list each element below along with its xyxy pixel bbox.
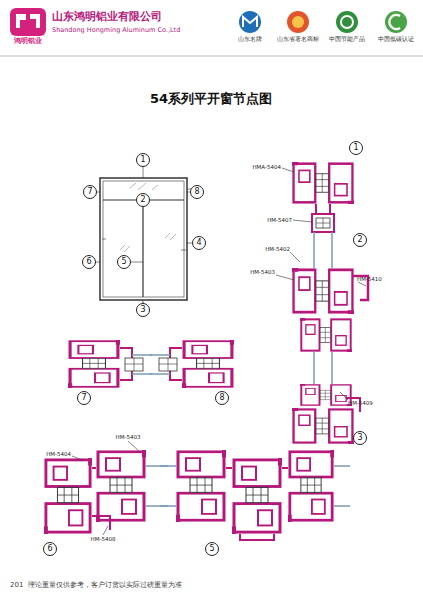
footer-note: 理论重量仅供参考，客户订货以实际过磅重量为准	[28, 582, 182, 590]
part-code: HM-5403	[116, 434, 141, 440]
callout-circle: 5	[205, 542, 219, 556]
callout-circle: 4	[192, 236, 206, 250]
cert-icons	[239, 11, 407, 33]
callout-number: 3	[357, 434, 362, 442]
part-code: HM-5408	[91, 536, 116, 542]
leader-line	[72, 166, 366, 535]
callout-circle: 7	[77, 391, 91, 405]
horizontal-section	[44, 450, 350, 540]
callout-number: 6	[86, 258, 91, 266]
part-code: HM-5410	[357, 276, 382, 282]
callout-number: 2	[140, 196, 145, 204]
header-text: 中国节能产品	[329, 36, 365, 42]
part-code: HM-5404	[46, 451, 71, 457]
callout-circle: 1	[349, 141, 363, 155]
callout-number: 5	[121, 258, 126, 266]
callout-circle: 7	[83, 185, 97, 199]
callout-circle: 1	[136, 153, 150, 167]
callout-circle: 8	[190, 185, 204, 199]
callout-circle: 3	[353, 431, 367, 445]
header-text: 山东名牌	[238, 36, 262, 42]
footer-note: 201	[10, 582, 23, 590]
callout-circle: 3	[136, 303, 150, 317]
header-text: 山东省著名商标	[277, 36, 319, 42]
part-code: HMA-5404	[252, 164, 281, 170]
callout-number: 6	[47, 545, 52, 553]
header-text: Shandong Hongming Aluminum Co.,Ltd	[52, 27, 180, 34]
logo	[10, 8, 46, 36]
callout-number: 1	[353, 144, 358, 152]
header-text: 中国低碳认证	[378, 36, 414, 42]
callout-number: 1	[140, 156, 145, 164]
callout-number: 5	[209, 545, 214, 553]
part-code: HM-5402	[265, 246, 290, 252]
callout-number: 4	[196, 239, 201, 247]
header-text: 鸿明铝业	[14, 38, 42, 46]
part-code: HM-5403	[250, 269, 275, 275]
callout-circle: 2	[353, 233, 367, 247]
callout-number: 3	[140, 306, 145, 314]
callout-number: 8	[219, 394, 224, 402]
page-title: 54系列平开窗节点图	[150, 90, 272, 108]
part-code: HM-5409	[348, 400, 373, 406]
callout-circle: 5	[117, 255, 131, 269]
callout-number: 7	[81, 394, 86, 402]
part-code: HM-5407	[267, 217, 292, 223]
callout-circle: 6	[43, 542, 57, 556]
header-text: 山东鸿明铝业有限公司	[52, 11, 162, 23]
callout-circle: 6	[82, 255, 96, 269]
callout-number: 8	[194, 188, 199, 196]
callout-number: 7	[87, 188, 92, 196]
window-elevation	[99, 178, 191, 310]
callout-circle: 8	[215, 391, 229, 405]
callout-circle: 2	[136, 193, 150, 207]
horizontal-section	[68, 340, 234, 388]
callout-number: 2	[357, 236, 362, 244]
